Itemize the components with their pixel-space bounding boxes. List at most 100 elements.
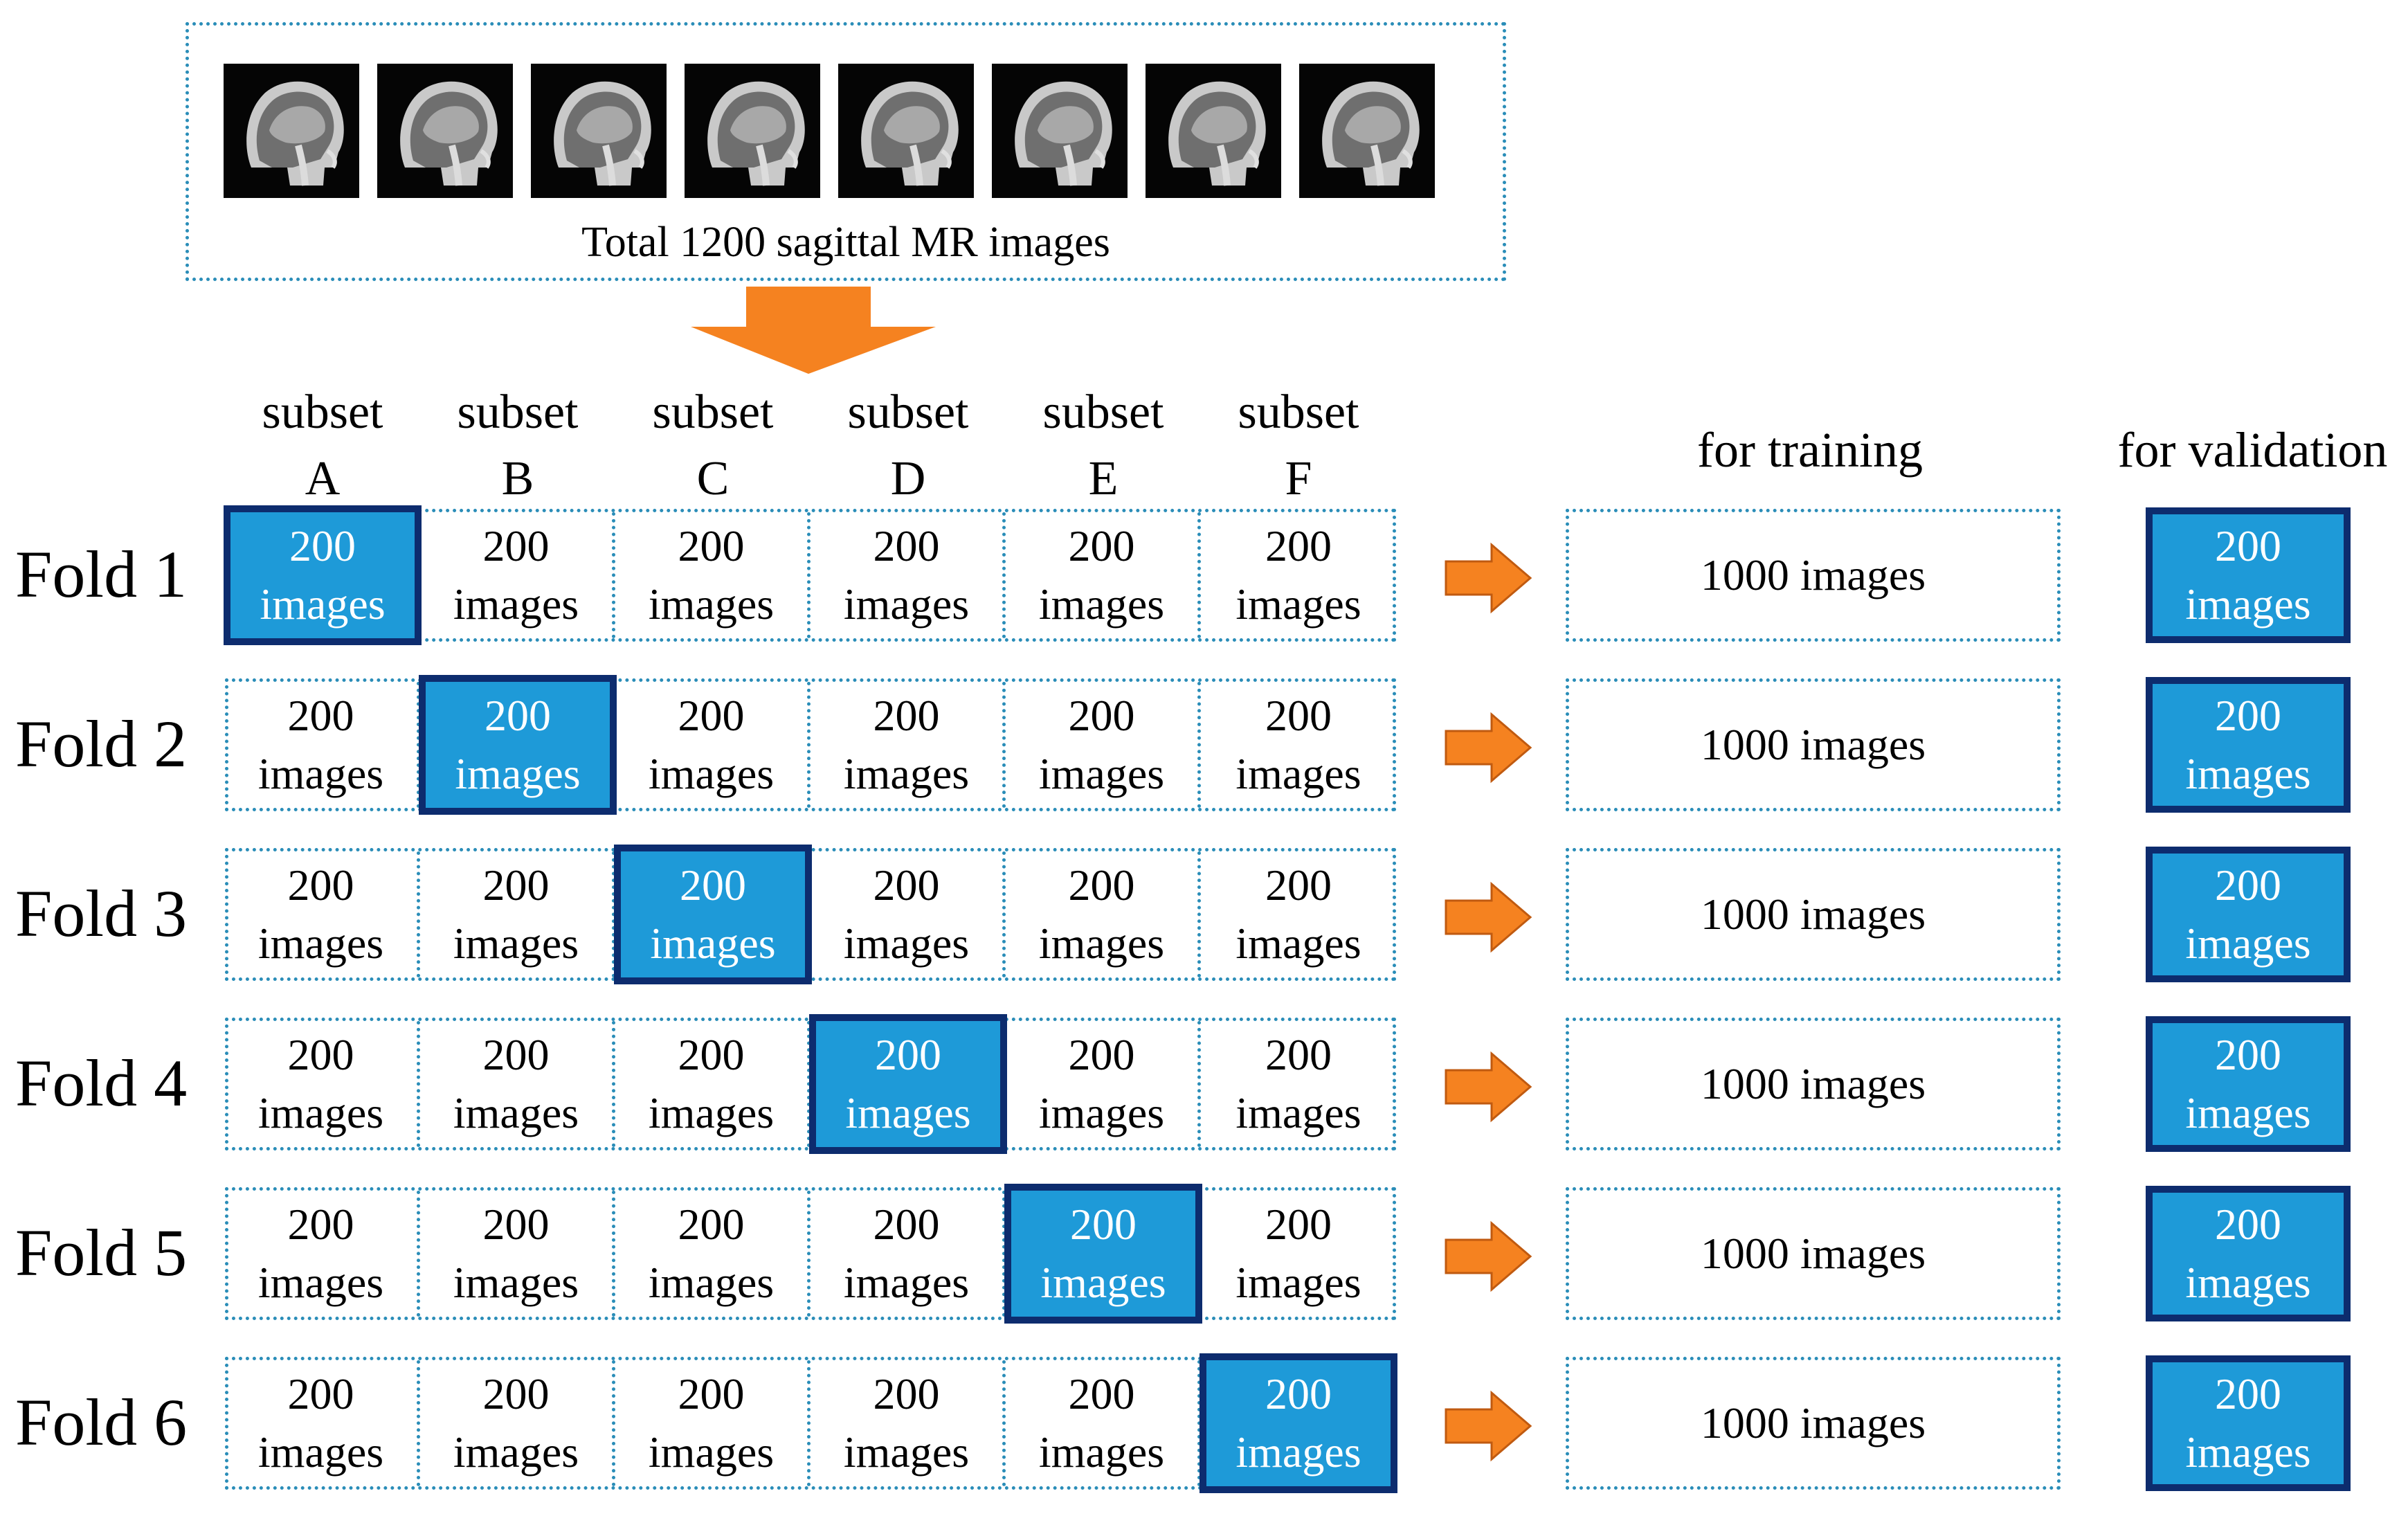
cell-count: 200 — [289, 521, 356, 570]
cell-unit: images — [843, 1258, 970, 1307]
cell-count: 200 — [678, 691, 745, 740]
validation-cell: 200 images — [224, 505, 422, 645]
training-set-box: 1000 images — [1566, 1187, 2061, 1320]
cell-unit: images — [1038, 579, 1165, 629]
subset-word: subset — [1042, 386, 1164, 439]
subset-letter: C — [696, 452, 730, 505]
validation-set-box: 200 images — [2146, 507, 2351, 643]
training-cell: 200 images — [1006, 1360, 1201, 1486]
cell-unit: images — [1235, 1088, 1361, 1137]
training-set-label: 1000 images — [1700, 1398, 1926, 1447]
cell-unit: images — [455, 749, 581, 798]
cell-unit: images — [257, 1258, 384, 1307]
cell-unit: images — [1235, 919, 1361, 968]
validation-column-title: for validation — [2117, 422, 2388, 478]
cell-count: 200 — [287, 1200, 354, 1249]
mr-thumb-3 — [531, 64, 667, 198]
cell-count: 200 — [482, 1030, 550, 1079]
cell-count: 200 — [1265, 521, 1332, 570]
cell-unit: images — [257, 749, 384, 798]
training-cell: 200 images — [225, 1360, 420, 1486]
cell-count: 200 — [482, 1200, 550, 1249]
cell-count: 200 — [678, 1369, 745, 1418]
cell-count: 200 — [1265, 1030, 1332, 1079]
cell-count: 200 — [482, 860, 550, 910]
cell-unit: images — [650, 919, 776, 968]
training-set-box: 1000 images — [1566, 678, 2061, 811]
cell-unit: images — [260, 579, 386, 629]
mr-thumb-2 — [377, 64, 513, 198]
mr-thumb-4 — [685, 64, 820, 198]
cell-count: 200 — [287, 1369, 354, 1418]
training-cell: 200 images — [615, 1360, 811, 1486]
cell-unit: images — [257, 1427, 384, 1477]
subset-word: subset — [457, 386, 579, 439]
cell-count: 200 — [485, 691, 551, 740]
cell-count: 200 — [287, 1030, 354, 1079]
cell-count: 200 — [1265, 1200, 1332, 1249]
mr-thumb-7 — [1146, 64, 1281, 198]
cell-unit: images — [1235, 1258, 1361, 1307]
cell-unit: images — [648, 579, 775, 629]
cell-count: 200 — [680, 860, 746, 910]
mr-thumb-1 — [224, 64, 359, 198]
fold-label-1: Fold 1 — [15, 537, 188, 611]
cell-unit: images — [843, 749, 970, 798]
right-arrow-icon — [1445, 1051, 1532, 1123]
training-cell: 200 images — [1201, 1191, 1396, 1317]
cell-unit: images — [648, 1427, 775, 1477]
training-set-label: 1000 images — [1700, 890, 1926, 939]
cell-unit: images — [843, 1427, 970, 1477]
cell-count: 200 — [2215, 1200, 2281, 1249]
cell-unit: images — [257, 1088, 384, 1137]
cell-count: 200 — [678, 1030, 745, 1079]
cell-count: 200 — [1068, 1369, 1135, 1418]
training-set-label: 1000 images — [1700, 550, 1926, 599]
fold-row-2 — [225, 678, 1396, 811]
right-arrow-icon — [1445, 1390, 1532, 1462]
cell-count: 200 — [1068, 521, 1135, 570]
cell-unit: images — [2185, 749, 2311, 798]
cell-unit: images — [843, 919, 970, 968]
cell-count: 200 — [482, 1369, 550, 1418]
cell-unit: images — [1038, 1427, 1165, 1477]
cell-count: 200 — [2215, 521, 2281, 570]
training-set-box: 1000 images — [1566, 509, 2061, 642]
training-set-label: 1000 images — [1700, 1229, 1926, 1278]
cell-count: 200 — [2215, 691, 2281, 740]
training-set-label: 1000 images — [1700, 1059, 1926, 1108]
cell-count: 200 — [873, 521, 940, 570]
cell-unit: images — [453, 1258, 579, 1307]
training-cell: 200 images — [1006, 512, 1201, 638]
cell-unit: images — [1038, 1088, 1165, 1137]
cell-unit: images — [845, 1088, 971, 1137]
fold-row-5 — [225, 1187, 1396, 1320]
cell-unit: images — [2185, 579, 2311, 629]
subset-word: subset — [1238, 386, 1359, 439]
cell-unit: images — [2185, 1088, 2311, 1137]
cell-count: 200 — [1068, 691, 1135, 740]
training-cell: 200 images — [225, 1191, 420, 1317]
cell-count: 200 — [1068, 860, 1135, 910]
